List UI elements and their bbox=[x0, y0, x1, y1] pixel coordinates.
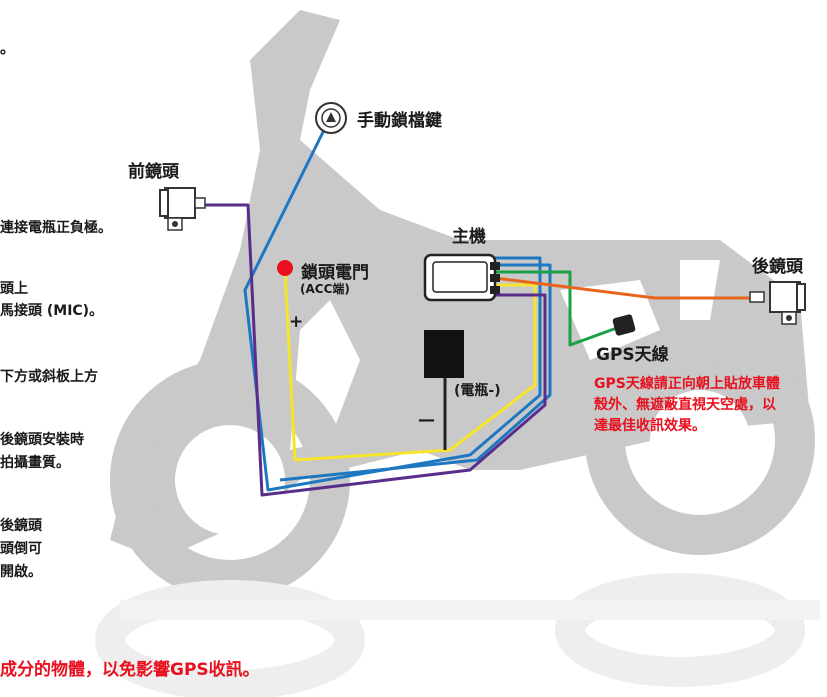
gps-antenna-label: GPS天線 bbox=[596, 345, 669, 365]
gps-note-line-2: 殼外、無遮蔽直視天空處，以 bbox=[594, 397, 776, 413]
left-note-7: 後鏡頭 bbox=[0, 518, 42, 534]
plus-sign: + bbox=[289, 312, 304, 332]
battery-block bbox=[424, 330, 464, 378]
minus-sign: — bbox=[418, 410, 435, 430]
scooter-silhouette bbox=[95, 10, 820, 697]
gps-note-line-3: 達最佳收訊效果。 bbox=[594, 418, 706, 434]
wire-purple bbox=[195, 203, 547, 497]
main-unit-icon bbox=[423, 253, 500, 302]
lock-button-label: 手動鎖檔鍵 bbox=[357, 111, 442, 131]
left-note-1: 連接電瓶正負極。 bbox=[0, 220, 112, 236]
left-note-8: 頭倒可 bbox=[0, 541, 42, 557]
front-camera-label: 前鏡頭 bbox=[128, 162, 179, 182]
top-dot: 。 bbox=[0, 39, 16, 57]
gps-antenna-icon bbox=[612, 314, 636, 336]
wire-blue-rear bbox=[279, 263, 552, 482]
acc-label: (ACC端) bbox=[300, 282, 350, 296]
wire-green bbox=[495, 270, 626, 347]
battery-neg-label: (電瓶-) bbox=[454, 383, 501, 399]
bottom-warning: 成分的物體，以免影響GPS收訊。 bbox=[0, 660, 260, 680]
main-unit-label: 主機 bbox=[452, 227, 486, 247]
wire-orange bbox=[494, 276, 750, 300]
left-note-4: 下方或斜板上方 bbox=[0, 369, 98, 385]
key-power-dot bbox=[277, 260, 293, 276]
left-note-3: 馬接頭 (MIC)。 bbox=[0, 303, 104, 319]
wire-yellow bbox=[283, 269, 537, 462]
left-note-5: 後鏡頭安裝時 bbox=[0, 432, 84, 448]
lock-button-icon[interactable] bbox=[315, 102, 347, 134]
left-note-6: 拍攝畫質。 bbox=[0, 455, 70, 471]
gps-note-line-1: GPS天線請正向朝上貼放車體 bbox=[594, 376, 780, 392]
rear-camera-label: 後鏡頭 bbox=[752, 257, 803, 277]
wire-blue-lock bbox=[243, 127, 542, 492]
wires bbox=[195, 127, 750, 497]
left-note-9: 開啟。 bbox=[0, 564, 42, 580]
key-power-label: 鎖頭電門 bbox=[301, 263, 369, 283]
rear-camera-icon bbox=[749, 281, 806, 325]
front-camera-icon bbox=[159, 187, 206, 231]
left-note-2: 頭上 bbox=[0, 281, 28, 297]
